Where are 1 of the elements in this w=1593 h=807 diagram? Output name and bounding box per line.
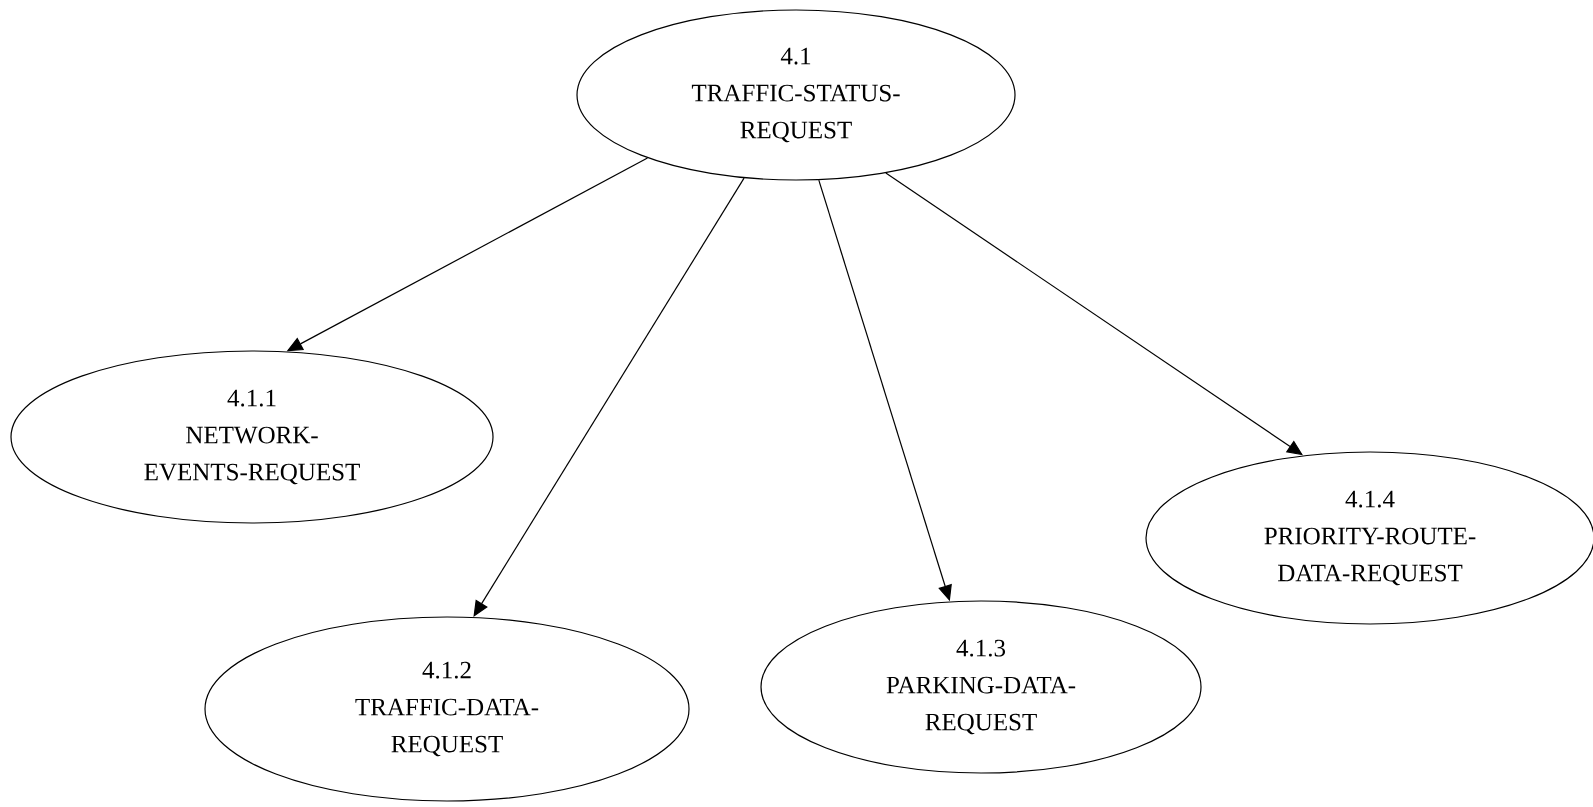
arrow bbox=[473, 177, 745, 617]
